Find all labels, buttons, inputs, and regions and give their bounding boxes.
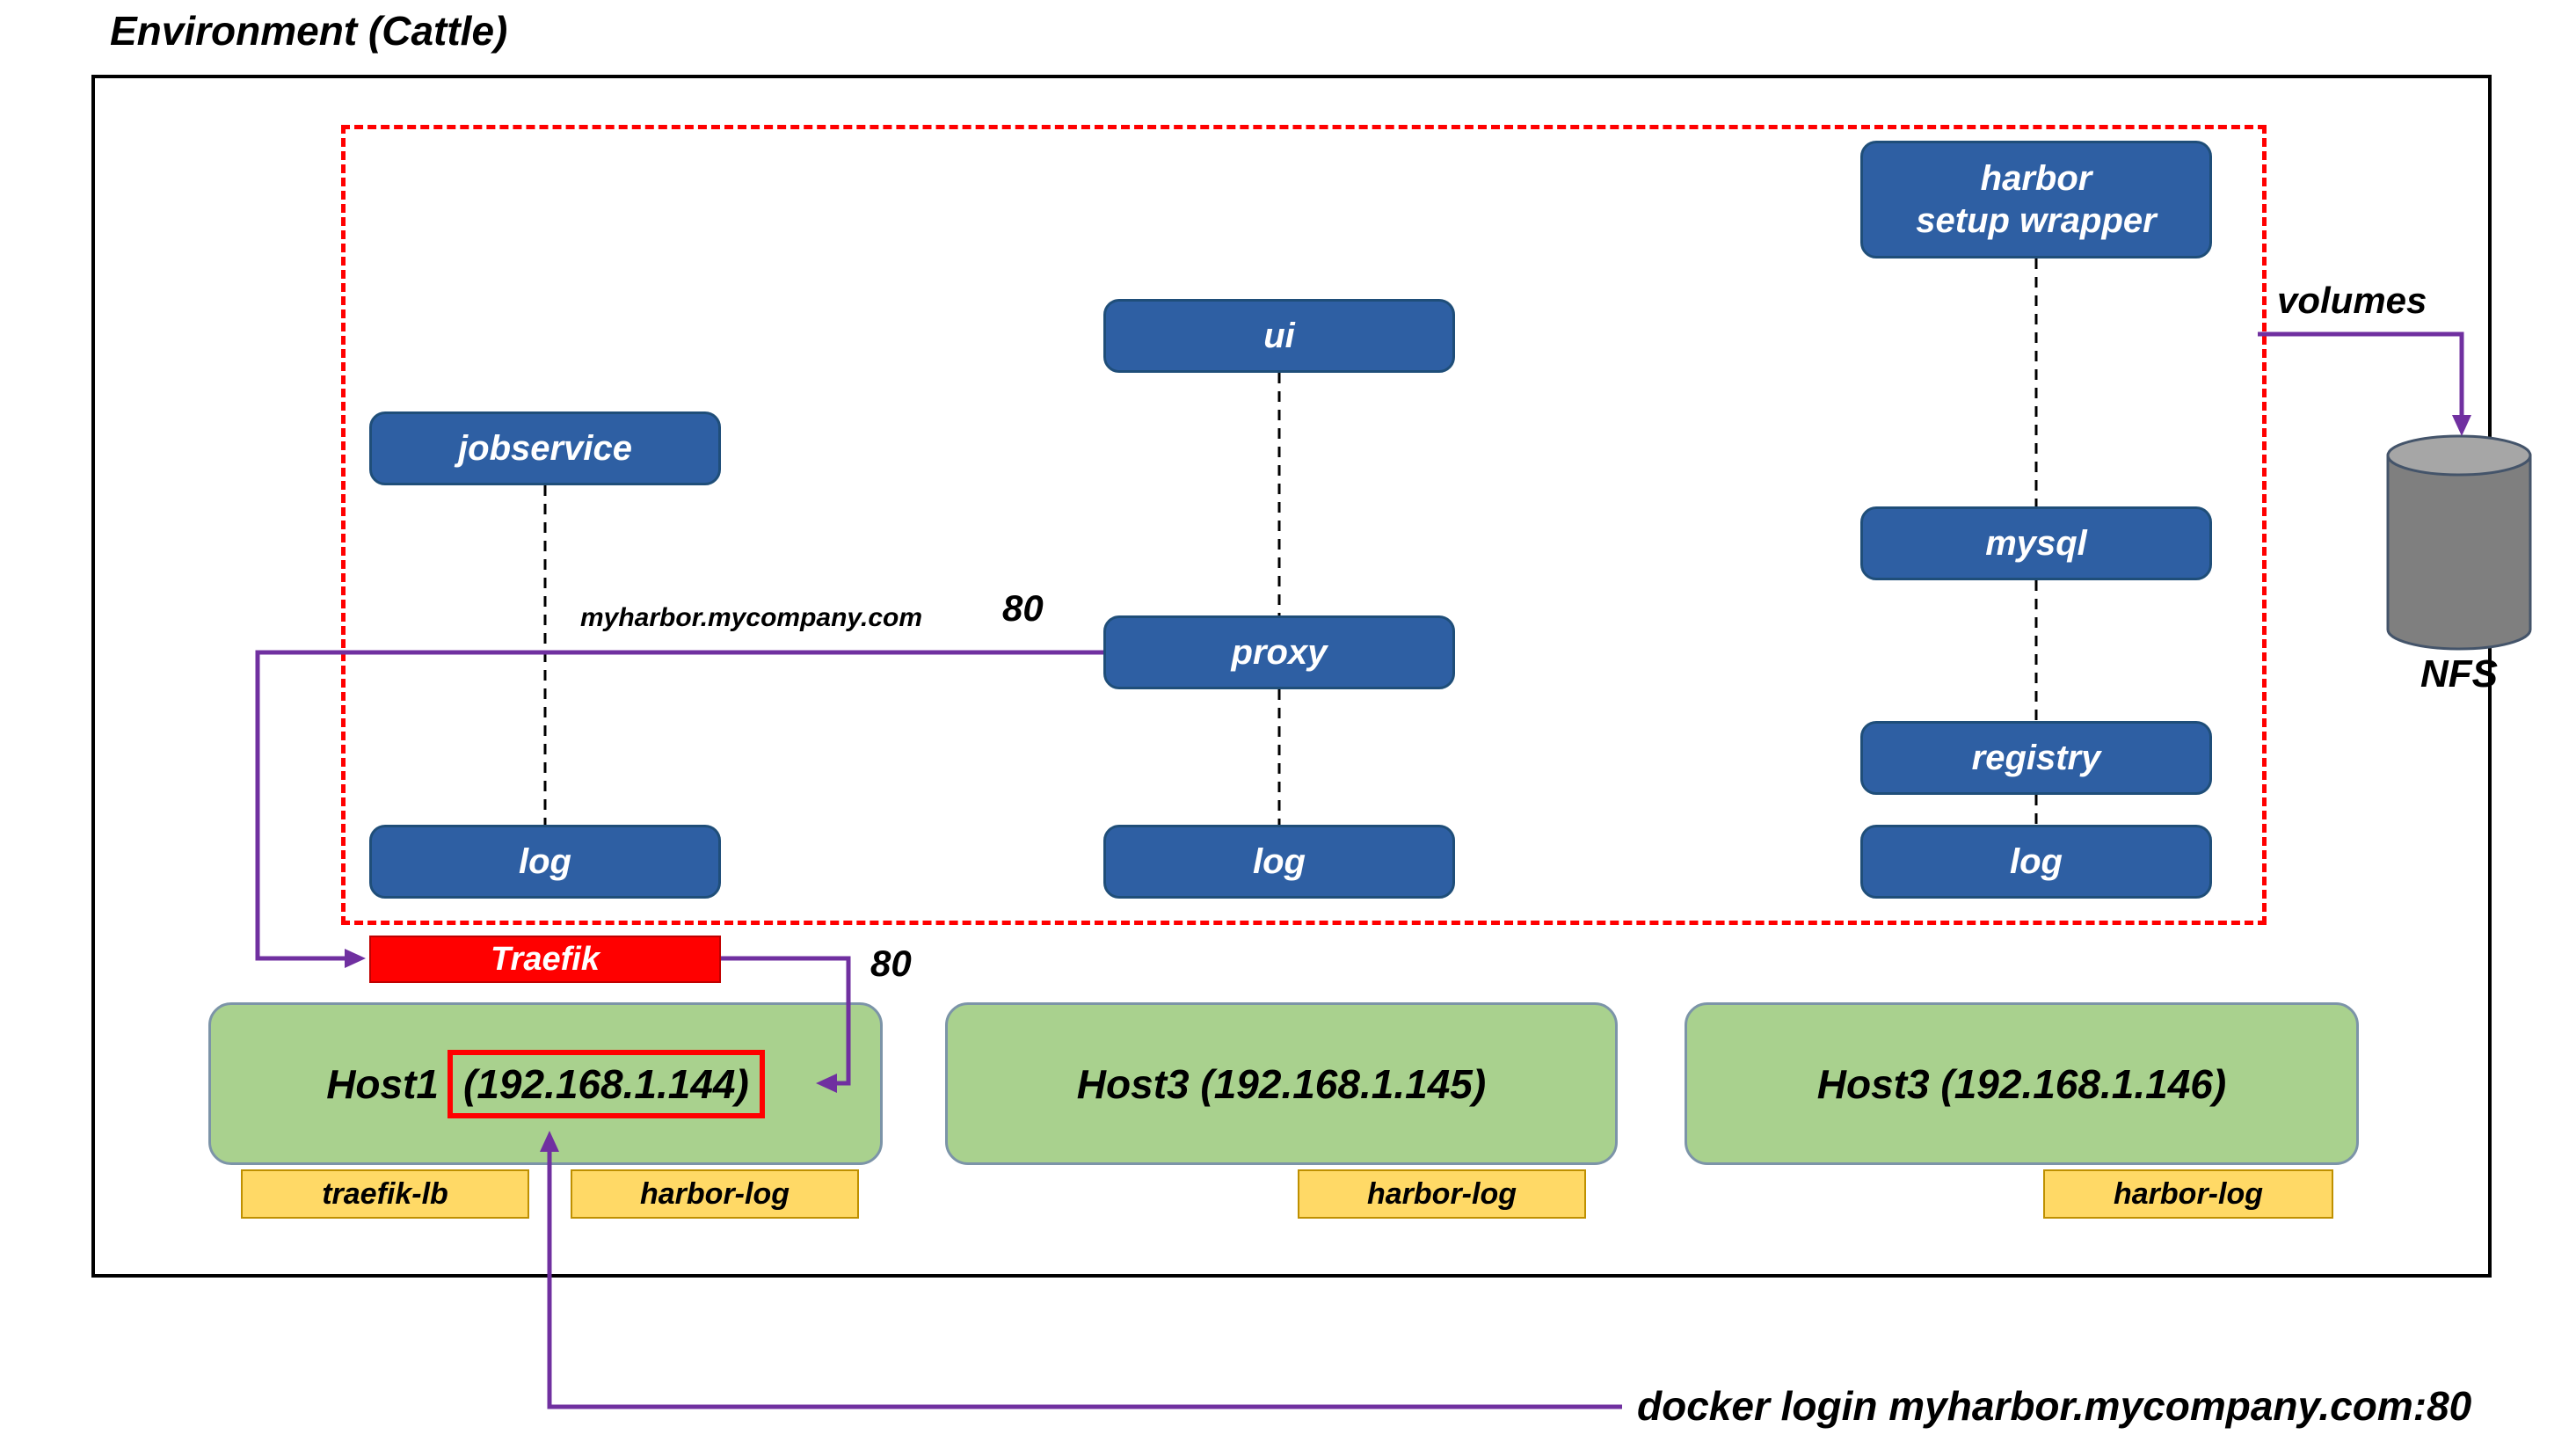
service-mysql: mysql xyxy=(1860,506,2212,580)
container-harbor-log-1-label: harbor-log xyxy=(640,1176,790,1211)
service-log-2-label: log xyxy=(1253,842,1306,881)
service-registry: registry xyxy=(1860,721,2212,795)
service-registry-label: registry xyxy=(1971,739,2101,777)
container-harbor-log-2-label: harbor-log xyxy=(1367,1176,1517,1211)
container-traefik-lb: traefik-lb xyxy=(241,1169,529,1219)
service-log-1-label: log xyxy=(519,842,571,881)
service-log-3: log xyxy=(1860,825,2212,899)
volumes-label: volumes xyxy=(2277,280,2427,321)
host-2-label: Host3 (192.168.1.145) xyxy=(1076,1060,1487,1107)
service-harbor-setup-wrapper: harbor setup wrapper xyxy=(1860,141,2212,258)
service-proxy-label: proxy xyxy=(1231,633,1328,672)
host-3: Host3 (192.168.1.146) xyxy=(1685,1002,2359,1165)
service-proxy: proxy xyxy=(1103,615,1455,689)
harbor-stack-dashed-border xyxy=(341,125,2267,925)
docker-login-label: docker login myharbor.mycompany.com:80 xyxy=(1637,1383,2472,1429)
service-log-1: log xyxy=(369,825,721,899)
host-2: Host3 (192.168.1.145) xyxy=(945,1002,1618,1165)
traefik-port-label: 80 xyxy=(870,943,912,984)
nfs-label: NFS xyxy=(2420,652,2498,695)
host-1-name: Host1 xyxy=(326,1060,439,1107)
service-harbor-setup-wrapper-line1: harbor xyxy=(1980,159,2092,198)
service-ui-label: ui xyxy=(1263,317,1295,355)
traefik-label: Traefik xyxy=(491,940,600,978)
host-3-label: Host3 (192.168.1.146) xyxy=(1816,1060,2227,1107)
environment-title: Environment (Cattle) xyxy=(110,8,508,54)
container-harbor-log-2: harbor-log xyxy=(1298,1169,1586,1219)
traefik-box: Traefik xyxy=(369,936,721,983)
service-log-3-label: log xyxy=(2010,842,2063,881)
container-harbor-log-3-label: harbor-log xyxy=(2114,1176,2263,1211)
service-jobservice: jobservice xyxy=(369,411,721,485)
service-jobservice-label: jobservice xyxy=(458,429,632,468)
domain-label: myharbor.mycompany.com xyxy=(580,603,923,632)
container-harbor-log-1: harbor-log xyxy=(571,1169,859,1219)
service-ui: ui xyxy=(1103,299,1455,373)
host-1: Host1 (192.168.1.144) xyxy=(208,1002,883,1165)
service-log-2: log xyxy=(1103,825,1455,899)
container-traefik-lb-label: traefik-lb xyxy=(322,1176,448,1211)
proxy-port-label: 80 xyxy=(1002,587,1044,629)
host-1-ip-highlight: (192.168.1.144) xyxy=(448,1049,765,1118)
container-harbor-log-3: harbor-log xyxy=(2043,1169,2333,1219)
service-harbor-setup-wrapper-line2: setup wrapper xyxy=(1916,201,2157,240)
service-mysql-label: mysql xyxy=(1985,524,2087,563)
